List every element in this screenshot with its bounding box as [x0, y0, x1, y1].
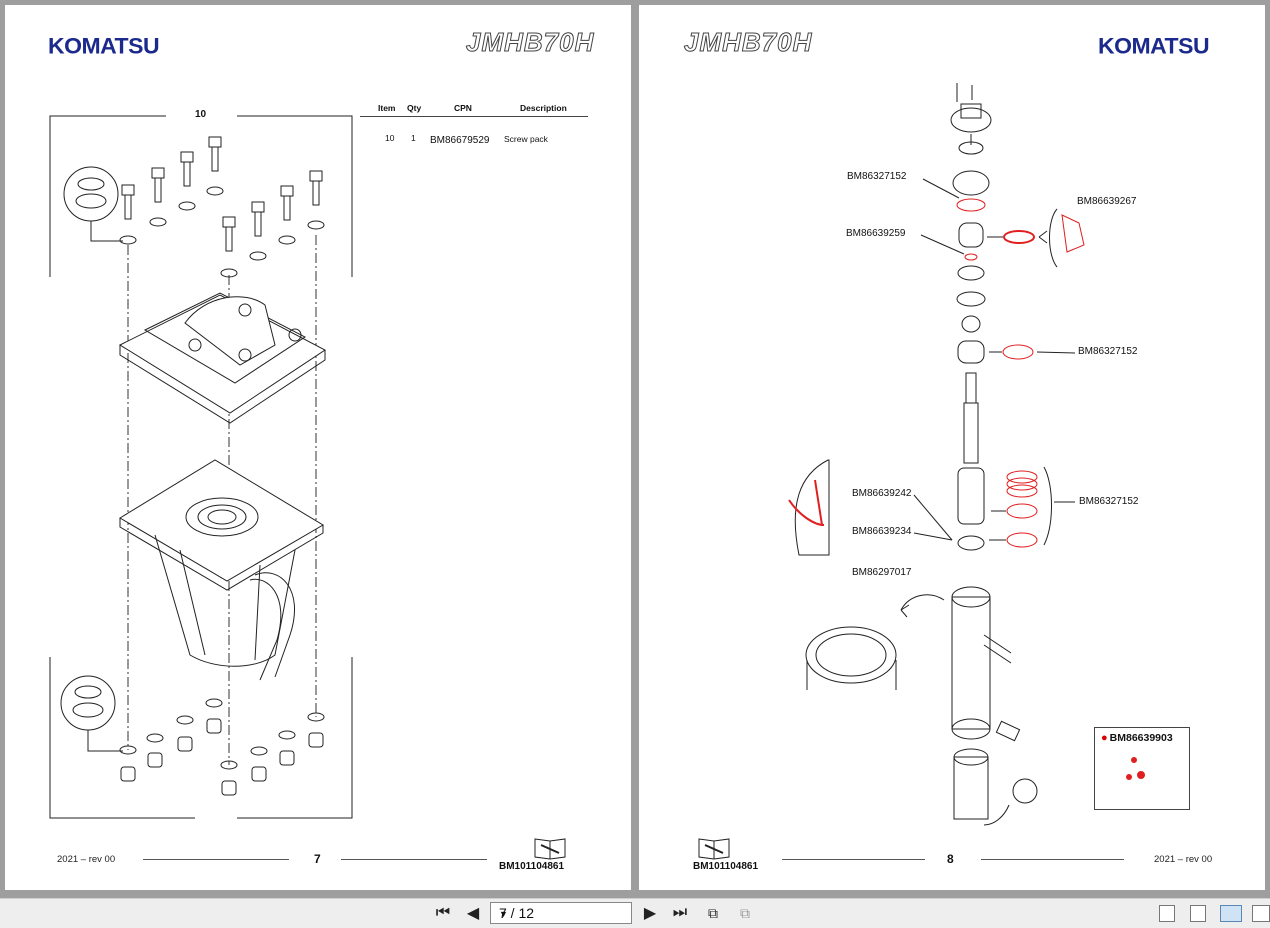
callout-7: BM86327152	[1079, 496, 1139, 507]
last-page-icon[interactable]: ⏭	[672, 904, 688, 921]
red-dot-icon: ●	[1101, 732, 1108, 744]
footer-revision: 2021 – rev 00	[57, 854, 116, 865]
page-number: 8	[947, 852, 954, 866]
table-header: Item Qty CPN Description	[360, 103, 588, 117]
col-item: Item	[378, 103, 396, 113]
seal-kit-box: ●BM86639903	[1094, 727, 1190, 810]
footer-revision: 2021 – rev 00	[1154, 854, 1213, 865]
footer-line	[143, 859, 289, 860]
cell-item: 10	[385, 133, 395, 143]
callout-1: BM86327152	[847, 171, 907, 182]
callout-8: BM86297017	[852, 567, 912, 578]
model-suffix: 70H	[761, 27, 813, 58]
model-suffix: 70H	[543, 27, 595, 58]
col-description: Description	[520, 103, 567, 113]
cell-qty: 1	[411, 133, 416, 143]
exploded-drawing-right	[698, 83, 1145, 860]
table-row: 10 1 BM86679529 Screw pack	[360, 133, 588, 147]
callout-5: BM86639242	[852, 488, 912, 499]
first-page-icon[interactable]: ⏮	[435, 904, 451, 921]
prev-page-icon[interactable]: ◀	[466, 905, 480, 922]
single-page-icon[interactable]	[1159, 905, 1175, 922]
col-qty: Qty	[407, 103, 422, 113]
two-page-icon[interactable]	[1220, 905, 1242, 922]
continuous-icon[interactable]	[1190, 905, 1206, 922]
model-prefix: JMHB	[466, 27, 544, 58]
group-label: 10	[195, 109, 207, 120]
model-logo: JMHB70H	[684, 27, 812, 58]
komatsu-logo: KOMATSU	[1098, 33, 1210, 59]
doc-id: BM101104861	[693, 861, 759, 872]
parts-table: Item Qty CPN Description 10 1 BM86679529…	[360, 103, 588, 147]
cell-cpn: BM86679529	[430, 135, 490, 146]
seal-kit-label: ●BM86639903	[1101, 732, 1173, 744]
page-indicator: 7 / 12	[499, 905, 535, 921]
cell-description: Screw pack	[504, 134, 548, 144]
komatsu-logo: KOMATSU	[48, 33, 160, 59]
left-page: KOMATSU JMHB70H Item Qty CPN Description…	[5, 5, 631, 890]
page-selector[interactable]: 7 / 12 ▼	[490, 902, 632, 924]
seal-kit-code: BM86639903	[1109, 732, 1173, 744]
footer-line	[341, 859, 487, 860]
two-page-continuous-icon[interactable]	[1252, 905, 1270, 922]
page-number: 7	[314, 852, 321, 866]
callout-3: BM86639259	[846, 228, 906, 239]
exploded-drawing-left	[49, 115, 353, 819]
callout-6: BM86639234	[852, 526, 912, 537]
model-logo: JMHB70H	[466, 27, 594, 58]
fit-width-icon[interactable]: ⧉	[740, 904, 750, 921]
chevron-down-icon: ▼	[499, 909, 508, 919]
viewer-toolbar: ⏮ ◀ 7 / 12 ▼ ▶ ⏭ ⧉ ⧉	[0, 898, 1270, 928]
footer-line	[981, 859, 1124, 860]
callout-4: BM86327152	[1078, 346, 1138, 357]
callout-2: BM86639267	[1077, 196, 1137, 207]
model-prefix: JMHB	[684, 27, 762, 58]
footer-line	[782, 859, 925, 860]
col-cpn: CPN	[454, 103, 472, 113]
doc-id: BM101104861	[499, 861, 565, 872]
right-page: JMHB70H KOMATSU	[639, 5, 1265, 890]
next-page-icon[interactable]: ▶	[643, 905, 657, 922]
fit-page-icon[interactable]: ⧉	[708, 904, 718, 921]
